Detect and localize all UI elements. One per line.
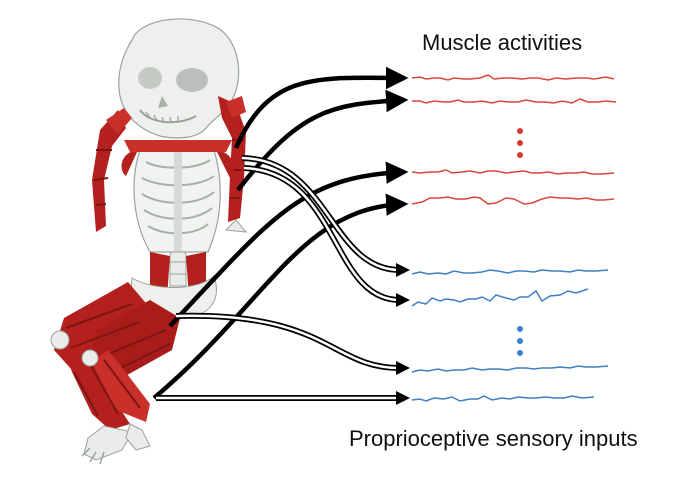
arrow-8 — [156, 391, 410, 405]
sensory-trace-3 — [411, 365, 609, 373]
right-arm-muscles — [92, 108, 132, 232]
arrow-3 — [168, 161, 409, 328]
skull — [118, 18, 240, 139]
arrows-to-sensory — [156, 155, 410, 405]
sensory-trace-4 — [411, 395, 595, 402]
arrow-5 — [241, 155, 410, 277]
muscle-trace-1 — [411, 74, 615, 81]
muscle-ellipsis-dots — [517, 128, 523, 158]
muscle-trace-2 — [412, 98, 617, 104]
sensory-trace-1 — [411, 269, 609, 275]
sensory-inputs-label: Proprioceptive sensory inputs — [349, 426, 638, 451]
sensory-trace-2 — [411, 288, 589, 307]
sensory-traces — [411, 269, 609, 402]
arrow-6 — [243, 165, 410, 307]
leg-muscles — [54, 282, 180, 430]
muscle-activities-label: Muscle activities — [422, 30, 583, 55]
muscle-trace-4 — [411, 196, 615, 205]
feet — [81, 423, 151, 465]
muscle-trace-3 — [411, 169, 615, 175]
muscle-traces — [411, 74, 617, 205]
arrow-7 — [175, 312, 410, 375]
arrow-2 — [236, 89, 409, 192]
arrow-4 — [152, 193, 409, 400]
sensory-ellipsis-dots — [517, 326, 523, 356]
ribcage — [121, 140, 234, 256]
skeleton-model — [50, 18, 248, 465]
knee-bones — [50, 330, 99, 367]
arrows-to-muscles — [152, 66, 409, 400]
arrow-1 — [233, 66, 409, 149]
